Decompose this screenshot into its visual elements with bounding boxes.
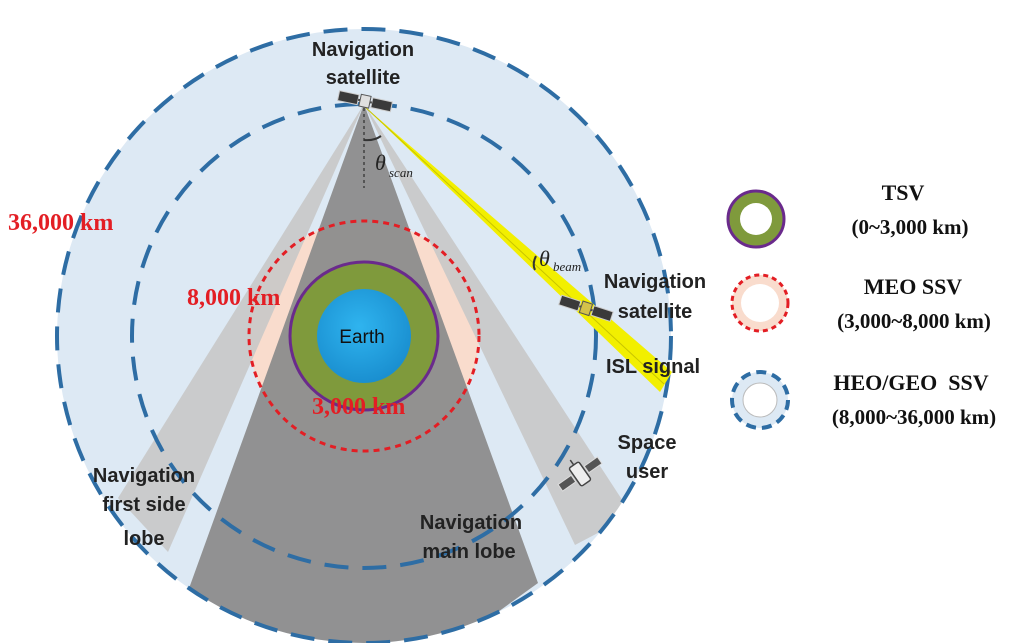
theta-beam-subscript: beam bbox=[553, 259, 581, 274]
legend-tsv-swatch-inner bbox=[740, 203, 772, 235]
nav-sat-right-label-line2: satellite bbox=[618, 301, 692, 323]
tsv-altitude-label: 3,000 km bbox=[312, 394, 405, 420]
legend-meo-swatch-inner bbox=[741, 284, 779, 322]
space-user-label-line1: Space bbox=[618, 432, 677, 454]
side-lobe-label-line1: Navigation bbox=[93, 465, 195, 487]
legend-tsv-title: TSV bbox=[882, 180, 925, 205]
legend-heo-geo-range: (8,000~36,000 km) bbox=[832, 405, 996, 429]
legend-item-tsv: TSV (0~3,000 km) bbox=[728, 180, 969, 247]
main-lobe-label-line2: main lobe bbox=[422, 541, 515, 563]
space-user-label-line2: user bbox=[626, 461, 668, 483]
earth-label: Earth bbox=[339, 327, 384, 348]
theta-beam-symbol: θ bbox=[539, 246, 550, 271]
legend-meo-title: MEO SSV bbox=[864, 274, 963, 299]
nav-sat-right-label-line1: Navigation bbox=[604, 271, 706, 293]
theta-scan-symbol: θ bbox=[375, 150, 386, 175]
legend-heo-geo-swatch-inner bbox=[743, 383, 777, 417]
geo-altitude-label: 36,000 km bbox=[8, 210, 113, 236]
side-lobe-label-line2: first side bbox=[102, 494, 185, 516]
side-lobe-label-line3: lobe bbox=[123, 528, 164, 550]
legend-tsv-range: (0~3,000 km) bbox=[851, 215, 968, 239]
legend: TSV (0~3,000 km) MEO SSV (3,000~8,000 km… bbox=[728, 180, 996, 429]
legend-meo-range: (3,000~8,000 km) bbox=[837, 309, 991, 333]
nav-sat-top-label-line1: Navigation bbox=[312, 39, 414, 61]
theta-scan-subscript: scan bbox=[389, 165, 413, 180]
nav-sat-top-label-line2: satellite bbox=[326, 67, 400, 89]
legend-heo-geo-title: HEO/GEO SSV bbox=[833, 370, 988, 395]
meo-altitude-label: 8,000 km bbox=[187, 285, 280, 311]
isl-signal-label: ISL signal bbox=[606, 356, 700, 378]
main-lobe-label-line1: Navigation bbox=[420, 512, 522, 534]
legend-item-heo-geo: HEO/GEO SSV (8,000~36,000 km) bbox=[732, 370, 996, 429]
legend-item-meo: MEO SSV (3,000~8,000 km) bbox=[732, 274, 991, 333]
